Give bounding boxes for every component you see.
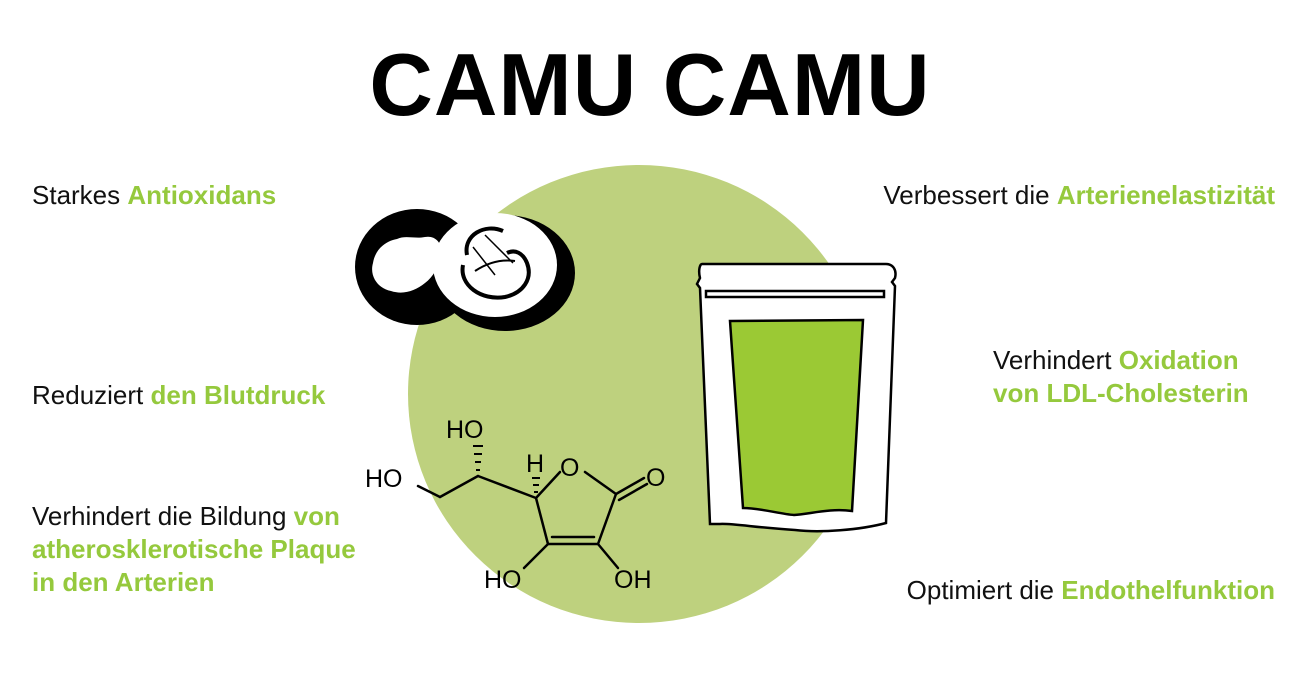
feature-elasticity-plain: Verbessert die: [883, 180, 1057, 210]
feature-elasticity: Verbessert die Arterienelastizität: [883, 179, 1275, 212]
feature-endothel-plain: Optimiert die: [906, 575, 1062, 605]
feature-plaque-plain: Verhindert die Bildung: [32, 501, 294, 531]
feature-endothel-highlight: Endothelfunktion: [1061, 575, 1275, 605]
feature-endothel: Optimiert die Endothelfunktion: [907, 574, 1275, 607]
chem-label-o-carbonyl: O: [646, 464, 665, 492]
feature-antioxidant-plain: Starkes: [32, 180, 128, 210]
powder-bag-icon: [695, 262, 897, 533]
feature-plaque-line2: atherosklerotische Plaque: [32, 534, 356, 564]
feature-ldl-highlight: Oxidation: [1118, 345, 1239, 375]
feature-blood-pressure-plain: Reduziert: [32, 380, 151, 410]
feature-plaque: Verhindert die Bildung von atherosklerot…: [32, 500, 356, 599]
feature-ldl: Verhindert Oxidation von LDL-Cholesterin: [993, 344, 1249, 410]
feature-ldl-line2: von LDL-Cholesterin: [993, 378, 1249, 408]
feature-blood-pressure: Reduziert den Blutdruck: [32, 379, 325, 412]
chem-label-ho-left: HO: [365, 465, 403, 493]
feature-plaque-line3: in den Arterien: [32, 567, 215, 597]
feature-ldl-plain: Verhindert: [993, 345, 1119, 375]
feature-antioxidant-highlight: Antioxidans: [127, 180, 277, 210]
chem-label-ho-bottom: HO: [484, 566, 522, 594]
chem-label-o-ring: O: [560, 454, 579, 482]
chem-label-h: H: [526, 450, 544, 478]
camu-camu-fruit-icon: [355, 209, 575, 331]
feature-blood-pressure-highlight: den Blutdruck: [150, 380, 326, 410]
ascorbic-acid-structure: HO HO H O O HO OH: [365, 416, 665, 594]
chem-label-oh-bottom: OH: [614, 566, 652, 594]
feature-plaque-highlight: von: [293, 501, 340, 531]
feature-antioxidant: Starkes Antioxidans: [32, 179, 276, 212]
page-title: CAMU CAMU: [369, 35, 931, 134]
feature-elasticity-highlight: Arterienelastizität: [1056, 180, 1275, 210]
chem-label-ho-top: HO: [446, 416, 484, 444]
